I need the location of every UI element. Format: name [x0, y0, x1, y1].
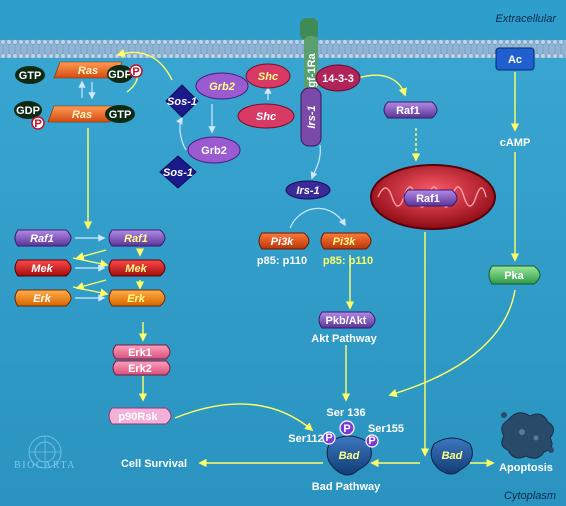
svg-text:P: P: [325, 432, 332, 444]
bad-protein-main[interactable]: Bad: [326, 435, 372, 476]
extracellular-space: [0, 0, 566, 40]
svg-text:Erk: Erk: [33, 293, 52, 305]
erk-right[interactable]: Erk: [108, 289, 166, 307]
svg-text:P: P: [34, 118, 41, 130]
svg-text:Bad: Bad: [339, 450, 360, 462]
ser112-label: Ser112: [288, 433, 323, 445]
svg-text:P: P: [368, 435, 375, 447]
svg-text:Grb2: Grb2: [201, 145, 227, 157]
svg-text:GDP: GDP: [16, 105, 40, 117]
ser155-label: Ser155: [368, 423, 404, 435]
phospho-site-ser155: P: [365, 434, 379, 448]
ras-complex-bottom[interactable]: Ras: [47, 105, 117, 123]
pi3k-subunits-b: p85: p110: [323, 255, 373, 267]
ras-label: Ras: [72, 109, 92, 121]
svg-text:14-3-3: 14-3-3: [322, 73, 354, 85]
pi3k-active[interactable]: Pi3k: [320, 232, 372, 250]
phospho-badge: P: [129, 64, 143, 78]
svg-text:Raf1: Raf1: [416, 193, 440, 205]
cell-membrane: [0, 39, 566, 59]
raf1-top[interactable]: Raf1: [383, 101, 438, 119]
svg-text:Raf1: Raf1: [396, 105, 420, 117]
pale-arrows: [75, 80, 346, 302]
svg-text:P: P: [132, 66, 139, 78]
svg-text:Erk1: Erk1: [128, 347, 152, 359]
raf1-mito[interactable]: Raf1: [403, 189, 458, 207]
grb2-top[interactable]: Grb2: [195, 72, 249, 100]
reaction-arrows: [72, 48, 520, 468]
sos1-top[interactable]: Sos-1: [165, 84, 199, 118]
phospho-site-ser112: P: [322, 431, 336, 445]
pi3k-inactive[interactable]: Pi3k: [258, 232, 310, 250]
erk-left[interactable]: Erk: [14, 289, 72, 307]
cell-survival-label: Cell Survival: [121, 458, 187, 470]
mek-right[interactable]: Mek: [108, 259, 166, 277]
svg-text:P: P: [343, 423, 350, 435]
svg-text:GDP: GDP: [108, 69, 132, 81]
pi3k-subunits-a: p85: p110: [257, 255, 307, 267]
ras-label: Ras: [78, 65, 98, 77]
bad-protein-free[interactable]: Bad: [430, 437, 473, 475]
camp-label: cAMP: [500, 137, 531, 149]
svg-text:Shc: Shc: [256, 111, 276, 123]
p90rsk[interactable]: p90Rsk: [108, 407, 172, 425]
svg-text:Erk2: Erk2: [128, 363, 152, 375]
bad-pathway-label: Bad Pathway: [312, 481, 381, 493]
svg-text:Raf1: Raf1: [124, 233, 148, 245]
ser136-label: Ser 136: [326, 407, 365, 419]
gdp-bottom: GDP: [14, 101, 42, 119]
raf1-right[interactable]: Raf1: [108, 229, 166, 247]
irs1-membrane[interactable]: Irs-1: [300, 87, 322, 147]
svg-text:Shc: Shc: [258, 71, 278, 83]
svg-text:Irs-1: Irs-1: [306, 105, 318, 128]
svg-text:Grb2: Grb2: [209, 81, 235, 93]
extracellular-label: Extracellular: [495, 13, 557, 25]
svg-text:Mek: Mek: [31, 263, 53, 275]
gtp-bottom: GTP: [105, 105, 135, 123]
shc-mid[interactable]: Shc: [237, 103, 295, 129]
sos1-low[interactable]: Sos-1: [159, 155, 197, 189]
erk2[interactable]: Erk2: [112, 360, 171, 376]
svg-text:Bad: Bad: [442, 450, 463, 462]
svg-text:Sos-1: Sos-1: [167, 96, 197, 108]
svg-text:Pkb/Akt: Pkb/Akt: [326, 315, 367, 327]
cytoplasm-label: Cytoplasm: [504, 490, 556, 502]
svg-text:Pka: Pka: [504, 270, 524, 282]
grb2-low[interactable]: Grb2: [187, 136, 241, 164]
svg-text:BIOCARTA: BIOCARTA: [14, 460, 76, 471]
gdp-top: GDP: [107, 65, 133, 83]
svg-text:Ac: Ac: [508, 54, 522, 66]
adenylyl-cyclase[interactable]: Ac: [495, 47, 535, 71]
ras-complex-top[interactable]: Ras: [53, 61, 123, 79]
phospho-badge: P: [31, 116, 45, 130]
svg-text:Sos-1: Sos-1: [163, 167, 193, 179]
gtp-top: GTP: [15, 66, 45, 84]
mek-left[interactable]: Mek: [14, 259, 72, 277]
protein-14-3-3[interactable]: 14-3-3: [315, 64, 361, 92]
svg-text:Pi3k: Pi3k: [271, 236, 295, 248]
apoptosis-label: Apoptosis: [499, 462, 553, 474]
svg-text:p90Rsk: p90Rsk: [118, 411, 158, 423]
pka[interactable]: Pka: [488, 265, 541, 285]
irs1-cytoplasm[interactable]: Irs-1: [285, 180, 331, 200]
erk1[interactable]: Erk1: [112, 344, 171, 360]
svg-text:GTP: GTP: [109, 109, 132, 121]
shc-top[interactable]: Shc: [245, 63, 291, 89]
igf1r-receptor[interactable]: Igf-1Ra: [300, 18, 318, 96]
svg-text:Mek: Mek: [125, 263, 147, 275]
svg-text:Pi3k: Pi3k: [333, 236, 357, 248]
raf1-left[interactable]: Raf1: [14, 229, 72, 247]
svg-text:Raf1: Raf1: [30, 233, 54, 245]
apoptosis-icon: [501, 412, 554, 459]
biocarta-logo: BIOCARTA: [14, 435, 76, 471]
svg-text:GTP: GTP: [19, 70, 42, 82]
svg-text:Erk: Erk: [127, 293, 146, 305]
svg-text:Irs-1: Irs-1: [296, 185, 319, 197]
akt-pathway-label: Akt Pathway: [311, 333, 377, 345]
pkb-akt[interactable]: Pkb/Akt: [318, 311, 376, 329]
phospho-site-ser136: P: [339, 420, 355, 436]
svg-text:Igf-1Ra: Igf-1Ra: [306, 52, 318, 90]
